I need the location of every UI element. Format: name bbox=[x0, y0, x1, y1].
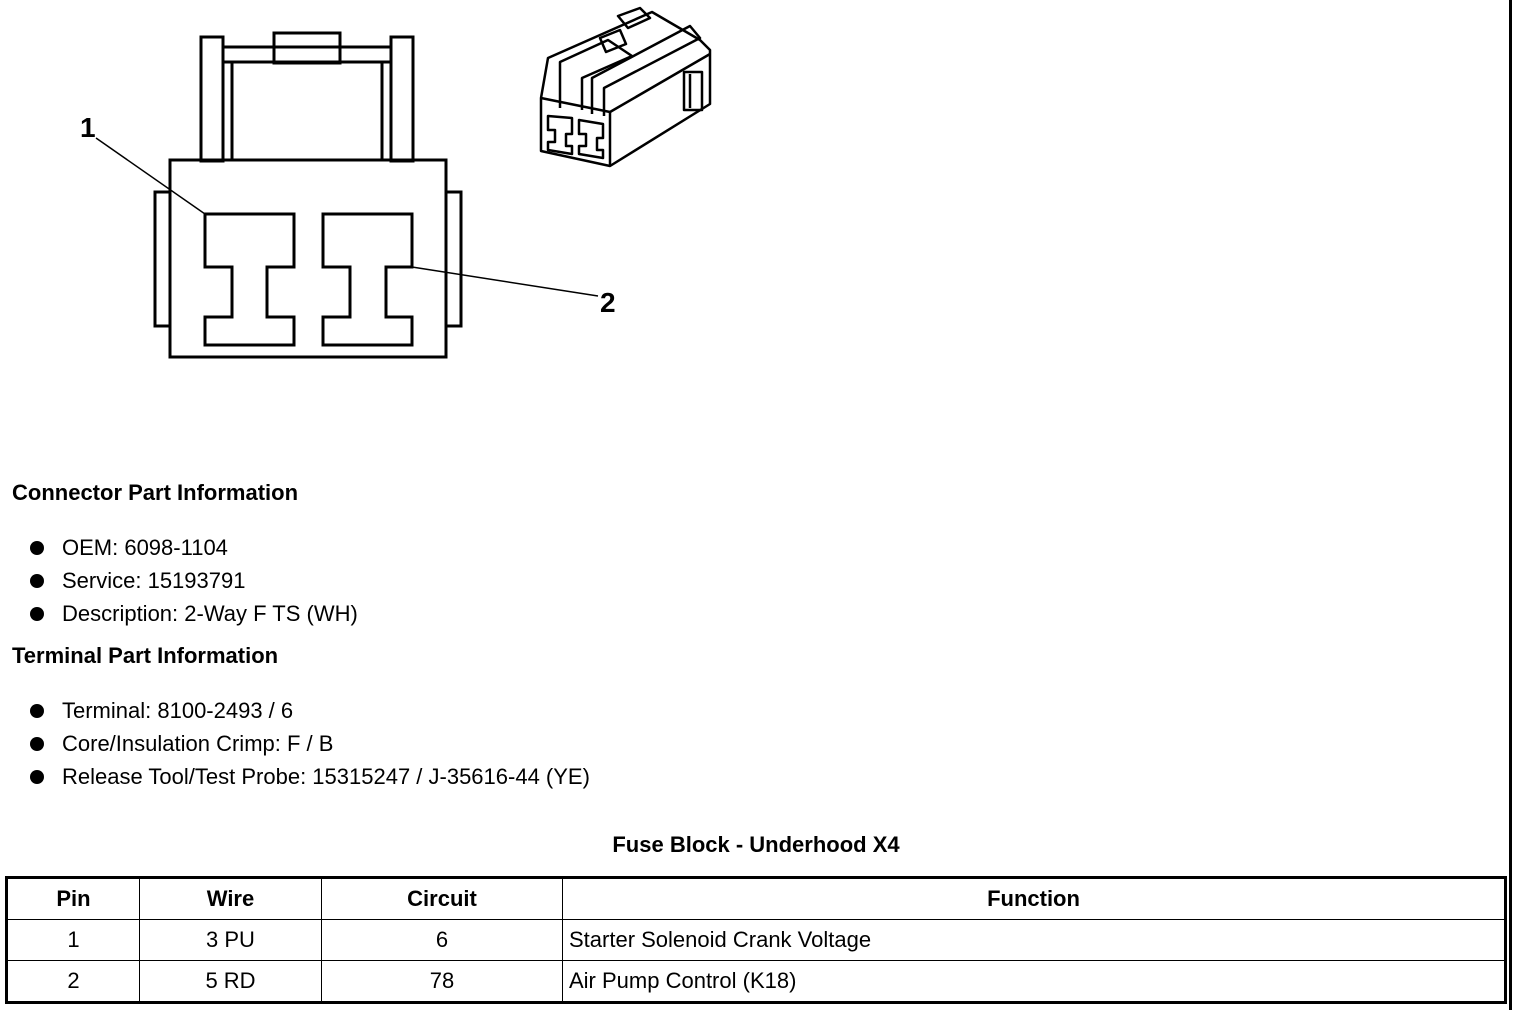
cell-circuit: 6 bbox=[321, 919, 563, 961]
cavity-1 bbox=[203, 212, 296, 347]
bullet-icon bbox=[30, 607, 44, 621]
left-side-rib bbox=[153, 190, 172, 328]
connector-info-heading: Connector Part Information bbox=[12, 480, 299, 505]
cell-circuit: 78 bbox=[321, 960, 563, 1003]
terminal-info-list: Terminal: 8100-2493 / 6 Core/Insulation … bbox=[30, 698, 590, 797]
column-header-circuit: Circuit bbox=[321, 877, 563, 920]
cell-wire: 3 PU bbox=[139, 919, 322, 961]
list-item: Terminal: 8100-2493 / 6 bbox=[30, 698, 590, 731]
bullet-icon bbox=[30, 541, 44, 555]
list-item: Service: 15193791 bbox=[30, 568, 358, 601]
terminal-info-heading: Terminal Part Information bbox=[12, 643, 279, 668]
cell-pin: 1 bbox=[6, 919, 140, 961]
right-latch-post bbox=[389, 35, 415, 163]
callout-1-leader bbox=[95, 137, 206, 215]
cell-function: Air Pump Control (K18) bbox=[562, 960, 1506, 1003]
list-item: Release Tool/Test Probe: 15315247 / J-35… bbox=[30, 764, 590, 797]
column-header-pin: Pin bbox=[6, 877, 140, 920]
table-title: Fuse Block - Underhood X4 bbox=[612, 832, 900, 857]
connector-isometric-view bbox=[539, 6, 712, 168]
cell-wire: 5 RD bbox=[139, 960, 322, 1003]
connector-diagram: 1 2 bbox=[80, 6, 712, 359]
list-item: Core/Insulation Crimp: F / B bbox=[30, 731, 590, 764]
column-header-function: Function bbox=[562, 877, 1506, 920]
bullet-icon bbox=[30, 704, 44, 718]
bullet-icon bbox=[30, 737, 44, 751]
list-item: OEM: 6098-1104 bbox=[30, 535, 358, 568]
right-side-rib bbox=[444, 190, 463, 328]
bullet-icon bbox=[30, 574, 44, 588]
callout-2-leader bbox=[411, 266, 599, 297]
bullet-icon bbox=[30, 770, 44, 784]
cell-pin: 2 bbox=[6, 960, 140, 1003]
table-header-row: Pin Wire Circuit Function bbox=[6, 877, 1506, 920]
callout-1-label: 1 bbox=[80, 112, 96, 143]
list-item: Description: 2-Way F TS (WH) bbox=[30, 601, 358, 634]
table-row: 2 5 RD 78 Air Pump Control (K18) bbox=[6, 960, 1506, 1003]
cell-function: Starter Solenoid Crank Voltage bbox=[562, 919, 1506, 961]
latch-tab bbox=[272, 31, 342, 65]
connector-body bbox=[168, 158, 448, 359]
pin-table: Pin Wire Circuit Function 1 3 PU 6 Start… bbox=[5, 876, 1507, 1004]
cavity-2 bbox=[321, 212, 414, 347]
table-row: 1 3 PU 6 Starter Solenoid Crank Voltage bbox=[6, 919, 1506, 961]
connector-info-list: OEM: 6098-1104 Service: 15193791 Descrip… bbox=[30, 535, 358, 634]
left-latch-post bbox=[199, 35, 225, 163]
page-right-border bbox=[1509, 0, 1512, 1010]
column-header-wire: Wire bbox=[139, 877, 322, 920]
callout-2-label: 2 bbox=[600, 287, 616, 318]
